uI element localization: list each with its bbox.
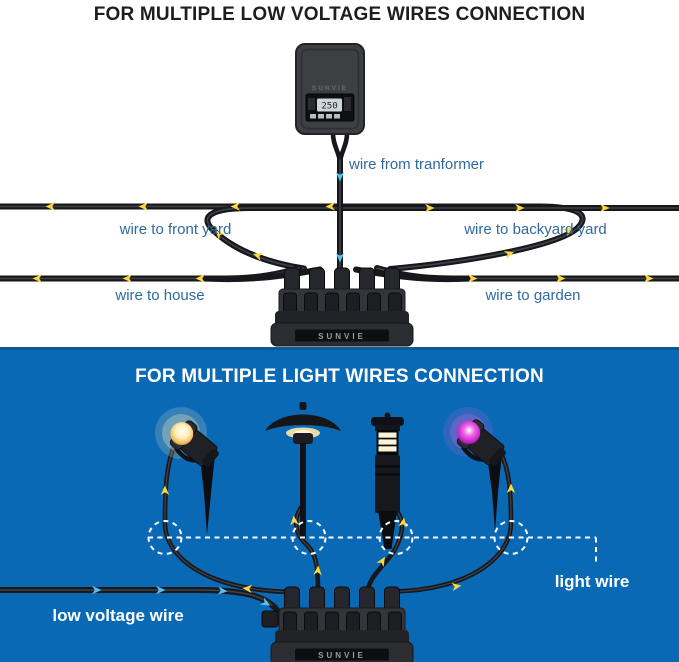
wire-to-house-line (0, 265, 323, 283)
wire-callout-circle (378, 520, 414, 555)
transformer: SUNVIE 250 (295, 43, 365, 160)
lantern-slat (378, 446, 397, 452)
rgb-lens (457, 421, 481, 445)
bottom-diagram: SUNVIE (0, 402, 597, 662)
ground-stake (487, 454, 502, 532)
wire-to-backyard-line (204, 205, 679, 272)
transformer-display: 250 (305, 93, 355, 122)
top-diagram: SUNVIE 250 (0, 43, 679, 347)
label-light-wire: light wire (554, 572, 630, 591)
connection-hub-bottom: SUNVIE (261, 586, 414, 662)
lantern-slat (378, 439, 397, 445)
label-wire-to-front-yard: wire to front yard (119, 221, 232, 238)
hub-top-brand: SUNVIE (318, 332, 366, 341)
hub-bottom-brand: SUNVIE (318, 651, 366, 660)
connection-hub-top: SUNVIE (270, 267, 414, 347)
light-wires (162, 446, 514, 595)
light-wires-section: FOR MULTIPLE LIGHT WIRES CONNECTION (0, 347, 679, 662)
light-wire-callout (147, 520, 597, 566)
warm-spotlight (155, 407, 219, 535)
label-wire-from-transformer: wire from tranformer (349, 156, 485, 173)
wire-callout-circle (291, 520, 327, 555)
top-section-title: FOR MULTIPLE LOW VOLTAGE WIRES CONNECTIO… (93, 4, 586, 25)
bottom-section-title: FOR MULTIPLE LIGHT WIRES CONNECTION (135, 366, 544, 387)
transformer-brand: SUNVIE (312, 85, 348, 92)
display-value: 250 (321, 102, 337, 112)
label-wire-to-garden: wire to garden (485, 287, 581, 304)
rgb-spotlight (443, 407, 506, 532)
ground-stake (378, 511, 397, 549)
ground-stake (200, 455, 215, 535)
wire-callout-circle (147, 520, 183, 555)
path-light (265, 402, 341, 539)
label-low-voltage-wire: low voltage wire (52, 606, 184, 625)
bollard-light (371, 412, 404, 549)
wire-callout-circle (493, 520, 529, 555)
warm-lens (170, 422, 194, 446)
hat-shade (265, 414, 341, 431)
low-voltage-wires-section: FOR MULTIPLE LOW VOLTAGE WIRES CONNECTIO… (0, 4, 679, 347)
lantern-slat (378, 432, 397, 438)
label-wire-to-backyard: wire to backyard yard (464, 221, 607, 238)
label-wire-to-house: wire to house (115, 287, 205, 304)
light-pole (300, 443, 306, 539)
